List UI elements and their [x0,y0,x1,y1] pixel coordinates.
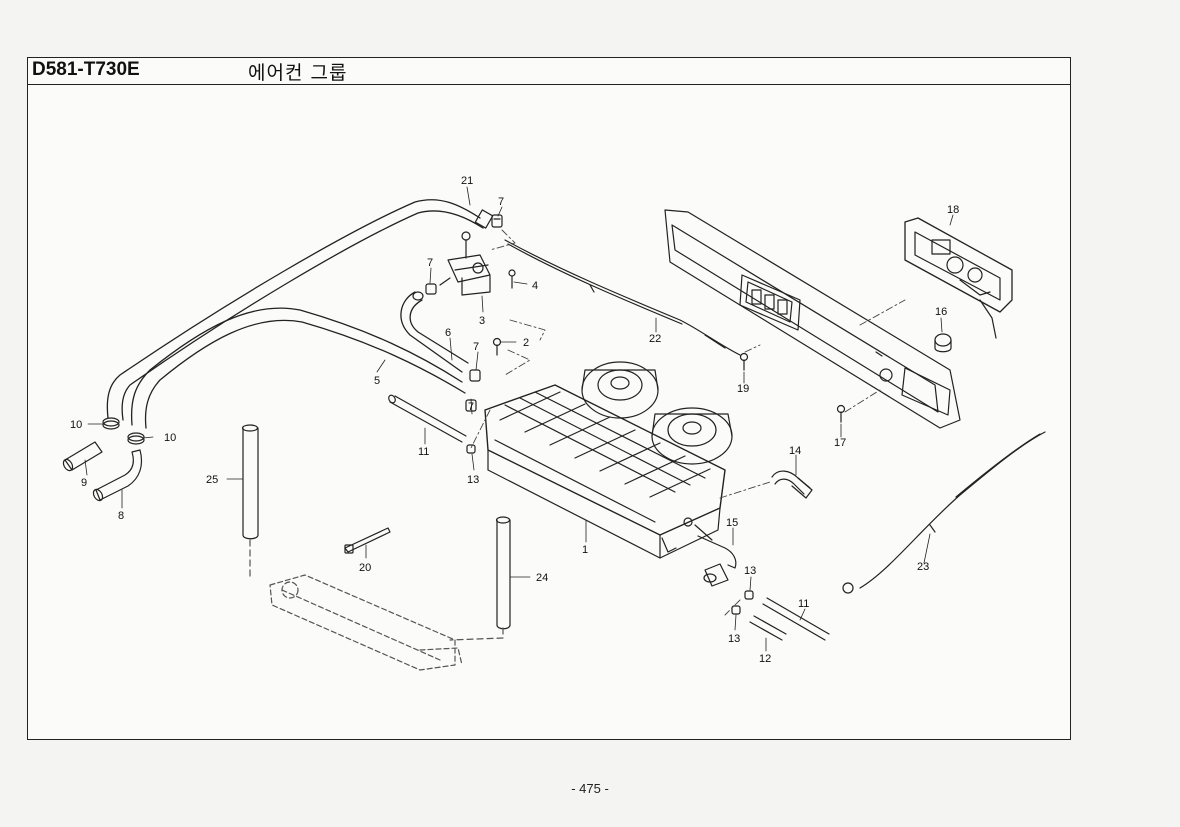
callout-13: 13 [728,633,740,645]
callout-17: 17 [834,437,846,449]
clamp-10-left [102,417,120,430]
callout-24: 24 [536,572,548,584]
part-group-code: D581-T730E [32,59,140,80]
clamp-7-valve [425,283,437,295]
hose-6 [400,291,469,373]
pipe-12 [749,615,787,641]
drain-fitting-15 [697,535,737,587]
callout-13: 13 [744,565,756,577]
clamp-13-upper [744,590,754,600]
header-bar: D581-T730E 에어컨 그룹 [28,58,1070,85]
callout-19: 19 [737,383,749,395]
control-cable-22 [504,239,741,356]
callout-7: 7 [468,401,474,413]
control-cable-23 [842,431,1046,594]
callout-15: 15 [726,517,738,529]
callout-7: 7 [473,341,479,353]
callout-2: 2 [523,337,529,349]
callout-1: 1 [582,544,588,556]
screw-4 [508,269,516,289]
duct-tube-24 [495,516,511,630]
callout-23: 23 [917,561,929,573]
screw-2 [492,337,502,356]
callout-14: 14 [789,445,801,457]
elbow-fitting-8 [92,449,143,502]
clamp-7-top [491,214,503,228]
callout-10: 10 [164,432,176,444]
assembly-lines [469,229,906,616]
callout-22: 22 [649,333,661,345]
callout-25: 25 [206,474,218,486]
pipe-11-right [762,597,830,641]
water-valve-3 [439,231,491,296]
callout-11: 11 [798,598,809,610]
part-group-title: 에어컨 그룹 [248,62,348,84]
clamp-7-mid [469,369,481,382]
duct-panel [664,209,961,429]
hose-5 [130,307,466,429]
screw-19 [739,352,749,371]
floor-duct [249,539,504,671]
callout-numbers: 21 7 7 4 3 2 6 7 5 10 10 9 8 11 7 13 25 … [70,175,959,665]
leader-lines [84,186,954,652]
control-panel-18 [904,217,1013,339]
callout-18: 18 [947,204,959,216]
callout-20: 20 [359,562,371,574]
callout-7: 7 [427,257,433,269]
ac-unit-1 [484,361,733,559]
callout-12: 12 [759,653,771,665]
callout-4: 4 [532,280,538,292]
callout-21: 21 [461,175,473,187]
drain-hose-14 [771,470,813,499]
clamp-10-right [127,432,145,445]
callout-13: 13 [467,474,479,486]
cable-tie-20 [344,527,391,554]
callout-7: 7 [498,196,504,208]
callout-8: 8 [118,510,124,522]
hose-21 [106,199,494,421]
fitting-9 [62,441,103,472]
callout-16: 16 [935,306,947,318]
pipe-11-left [388,394,467,443]
callout-5: 5 [374,375,380,387]
callout-11: 11 [418,446,429,458]
clamp-13-left [466,444,476,454]
knob-16 [934,333,952,353]
callout-6: 6 [445,327,451,339]
screw-17 [836,404,846,423]
callout-3: 3 [479,315,485,327]
page-number: - 475 - [571,781,609,796]
duct-tube-25 [241,424,259,540]
callout-10: 10 [70,419,82,431]
clamp-13-lower [731,605,741,615]
callout-9: 9 [81,477,87,489]
